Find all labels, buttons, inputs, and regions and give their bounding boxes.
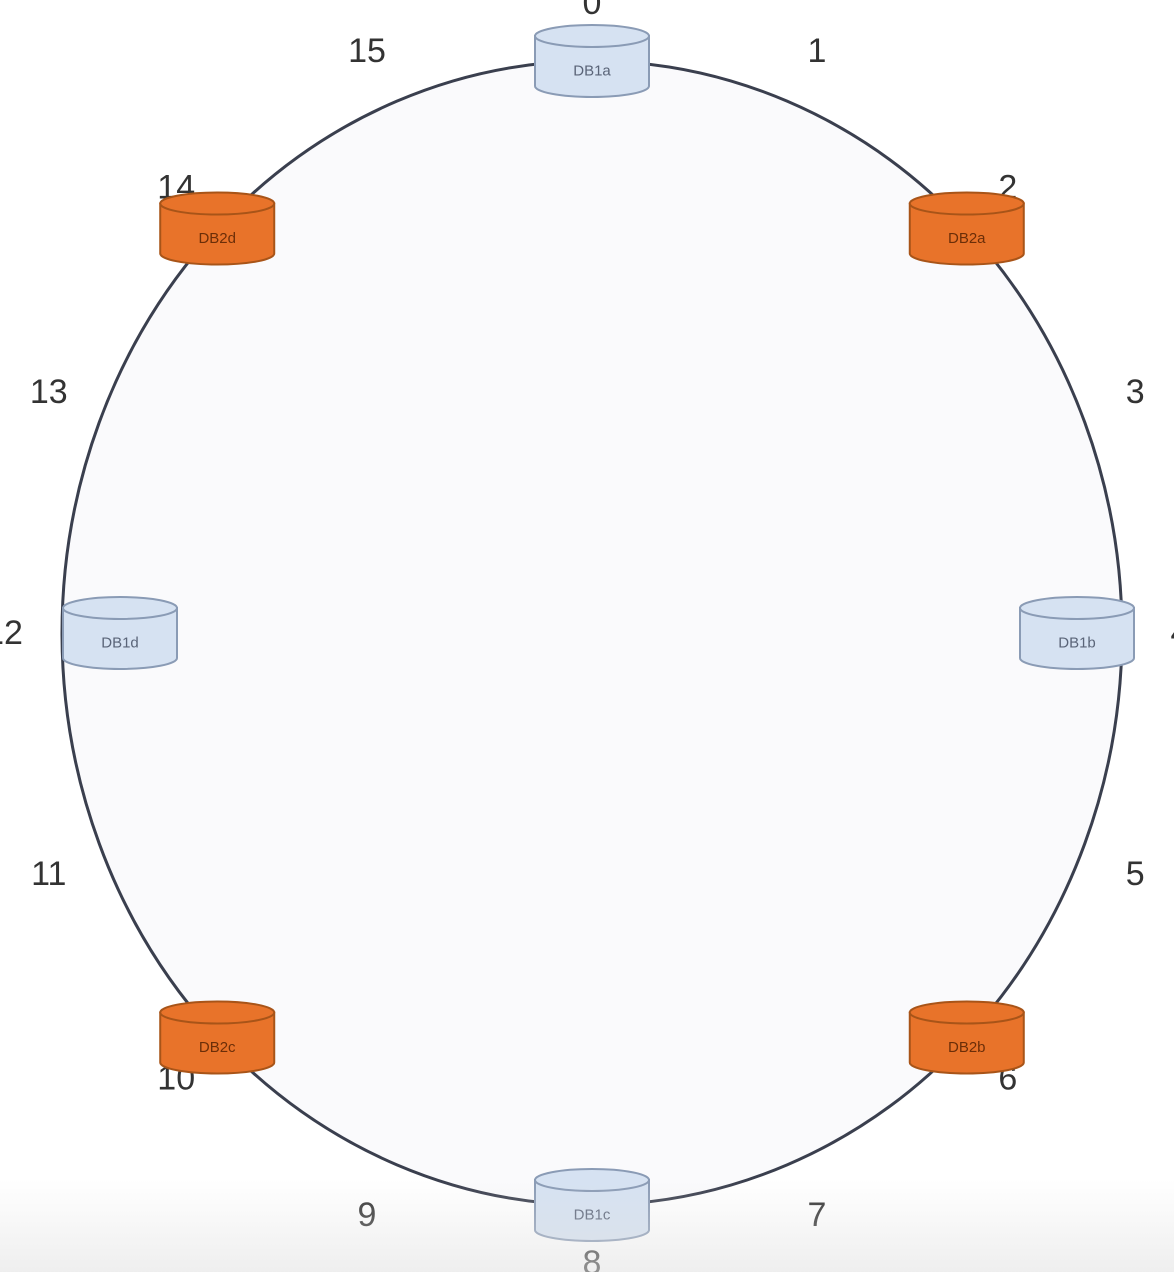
db-node-label: DB2c bbox=[199, 1039, 236, 1056]
position-label-12: 12 bbox=[0, 614, 23, 652]
position-label-1: 1 bbox=[808, 32, 827, 70]
position-label-0: 0 bbox=[583, 0, 602, 22]
cylinder-body bbox=[1019, 607, 1135, 670]
cylinder-cap bbox=[908, 191, 1025, 216]
position-label-11: 11 bbox=[31, 855, 66, 893]
position-label-13: 13 bbox=[30, 373, 68, 411]
db-node-label: DB2b bbox=[948, 1039, 986, 1056]
db-node-db2a: DB2a bbox=[908, 191, 1025, 266]
cylinder-cap bbox=[62, 596, 178, 620]
position-label-4: 4 bbox=[1171, 614, 1174, 652]
db-node-label: DB1d bbox=[101, 635, 139, 652]
cylinder-body bbox=[908, 1011, 1025, 1075]
db-node-label: DB2a bbox=[948, 230, 986, 247]
cylinder-cap bbox=[1019, 596, 1135, 620]
position-label-9: 9 bbox=[358, 1196, 377, 1234]
cylinder-body bbox=[159, 202, 276, 266]
position-label-8: 8 bbox=[583, 1244, 602, 1272]
db-node-label: DB2d bbox=[198, 230, 236, 247]
db-node-db2b: DB2b bbox=[908, 1000, 1025, 1075]
cylinder-cap bbox=[534, 1168, 650, 1192]
cylinder-cap bbox=[908, 1000, 1025, 1025]
db-node-db1c: DB1c bbox=[534, 1168, 650, 1242]
position-label-7: 7 bbox=[808, 1196, 827, 1234]
db-node-db1d: DB1d bbox=[62, 596, 178, 670]
db-node-label: DB1b bbox=[1058, 635, 1096, 652]
cylinder-cap bbox=[159, 1000, 276, 1025]
db-node-label: DB1c bbox=[574, 1207, 611, 1224]
position-label-3: 3 bbox=[1126, 373, 1145, 411]
position-label-5: 5 bbox=[1126, 855, 1145, 893]
cylinder-body bbox=[159, 1011, 276, 1075]
db-node-db1b: DB1b bbox=[1019, 596, 1135, 670]
db-node-db2c: DB2c bbox=[159, 1000, 276, 1075]
cylinder-body bbox=[908, 202, 1025, 266]
cylinder-body bbox=[62, 607, 178, 670]
cylinder-cap bbox=[159, 191, 276, 216]
db-node-label: DB1a bbox=[573, 63, 611, 80]
db-node-db2d: DB2d bbox=[159, 191, 276, 266]
cylinder-cap bbox=[534, 24, 650, 48]
db-node-db1a: DB1a bbox=[534, 24, 650, 98]
cylinder-body bbox=[534, 35, 650, 98]
position-label-15: 15 bbox=[348, 32, 386, 70]
